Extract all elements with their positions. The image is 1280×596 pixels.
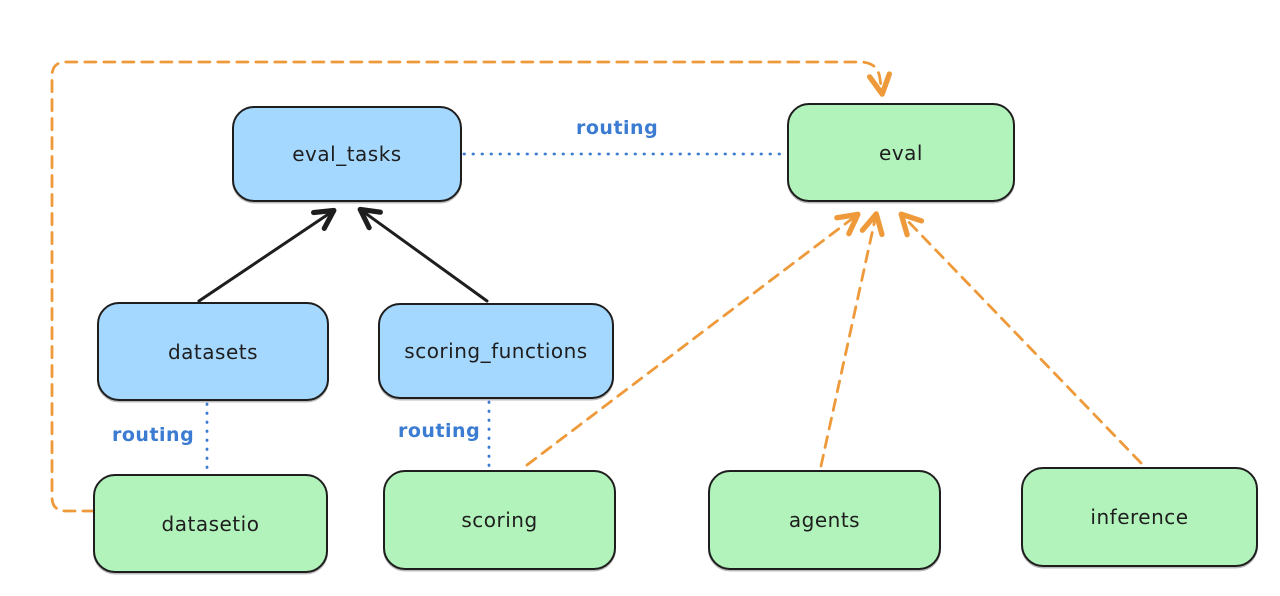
node-inference: inference (1021, 467, 1258, 567)
edge-inference-to-eval (898, 211, 1143, 465)
node-datasetio-label: datasetio (161, 511, 260, 536)
node-scoring-label: scoring (461, 508, 538, 532)
node-datasets-label: datasets (167, 339, 259, 364)
routing-label-eval_tasks-eval: routing (576, 117, 659, 139)
edge-scoring_functions-to-eval_tasks (357, 206, 489, 303)
node-agents-label: agents (788, 508, 861, 532)
edge-agents-to-eval (819, 211, 885, 468)
node-eval: eval (787, 103, 1015, 202)
node-eval_tasks-label: eval_tasks (292, 142, 402, 166)
node-inference-label: inference (1090, 505, 1189, 529)
node-datasetio: datasetio (93, 474, 328, 573)
routing-label-scoring_functions-scoring: routing (398, 420, 481, 442)
node-datasets: datasets (97, 302, 329, 401)
node-scoring_functions: scoring_functions (378, 303, 614, 399)
node-scoring_functions-label: scoring_functions (404, 339, 588, 363)
node-eval_tasks: eval_tasks (232, 106, 462, 202)
edge-datasetio-to-eval (50, 60, 893, 513)
node-agents: agents (708, 470, 941, 570)
edge-scoring-to-eval (525, 211, 861, 467)
node-eval-label: eval (879, 140, 923, 165)
node-scoring: scoring (383, 470, 616, 570)
edge-datasets-to-eval_tasks (197, 207, 337, 303)
routing-label-datasets-datasetio: routing (112, 424, 195, 446)
